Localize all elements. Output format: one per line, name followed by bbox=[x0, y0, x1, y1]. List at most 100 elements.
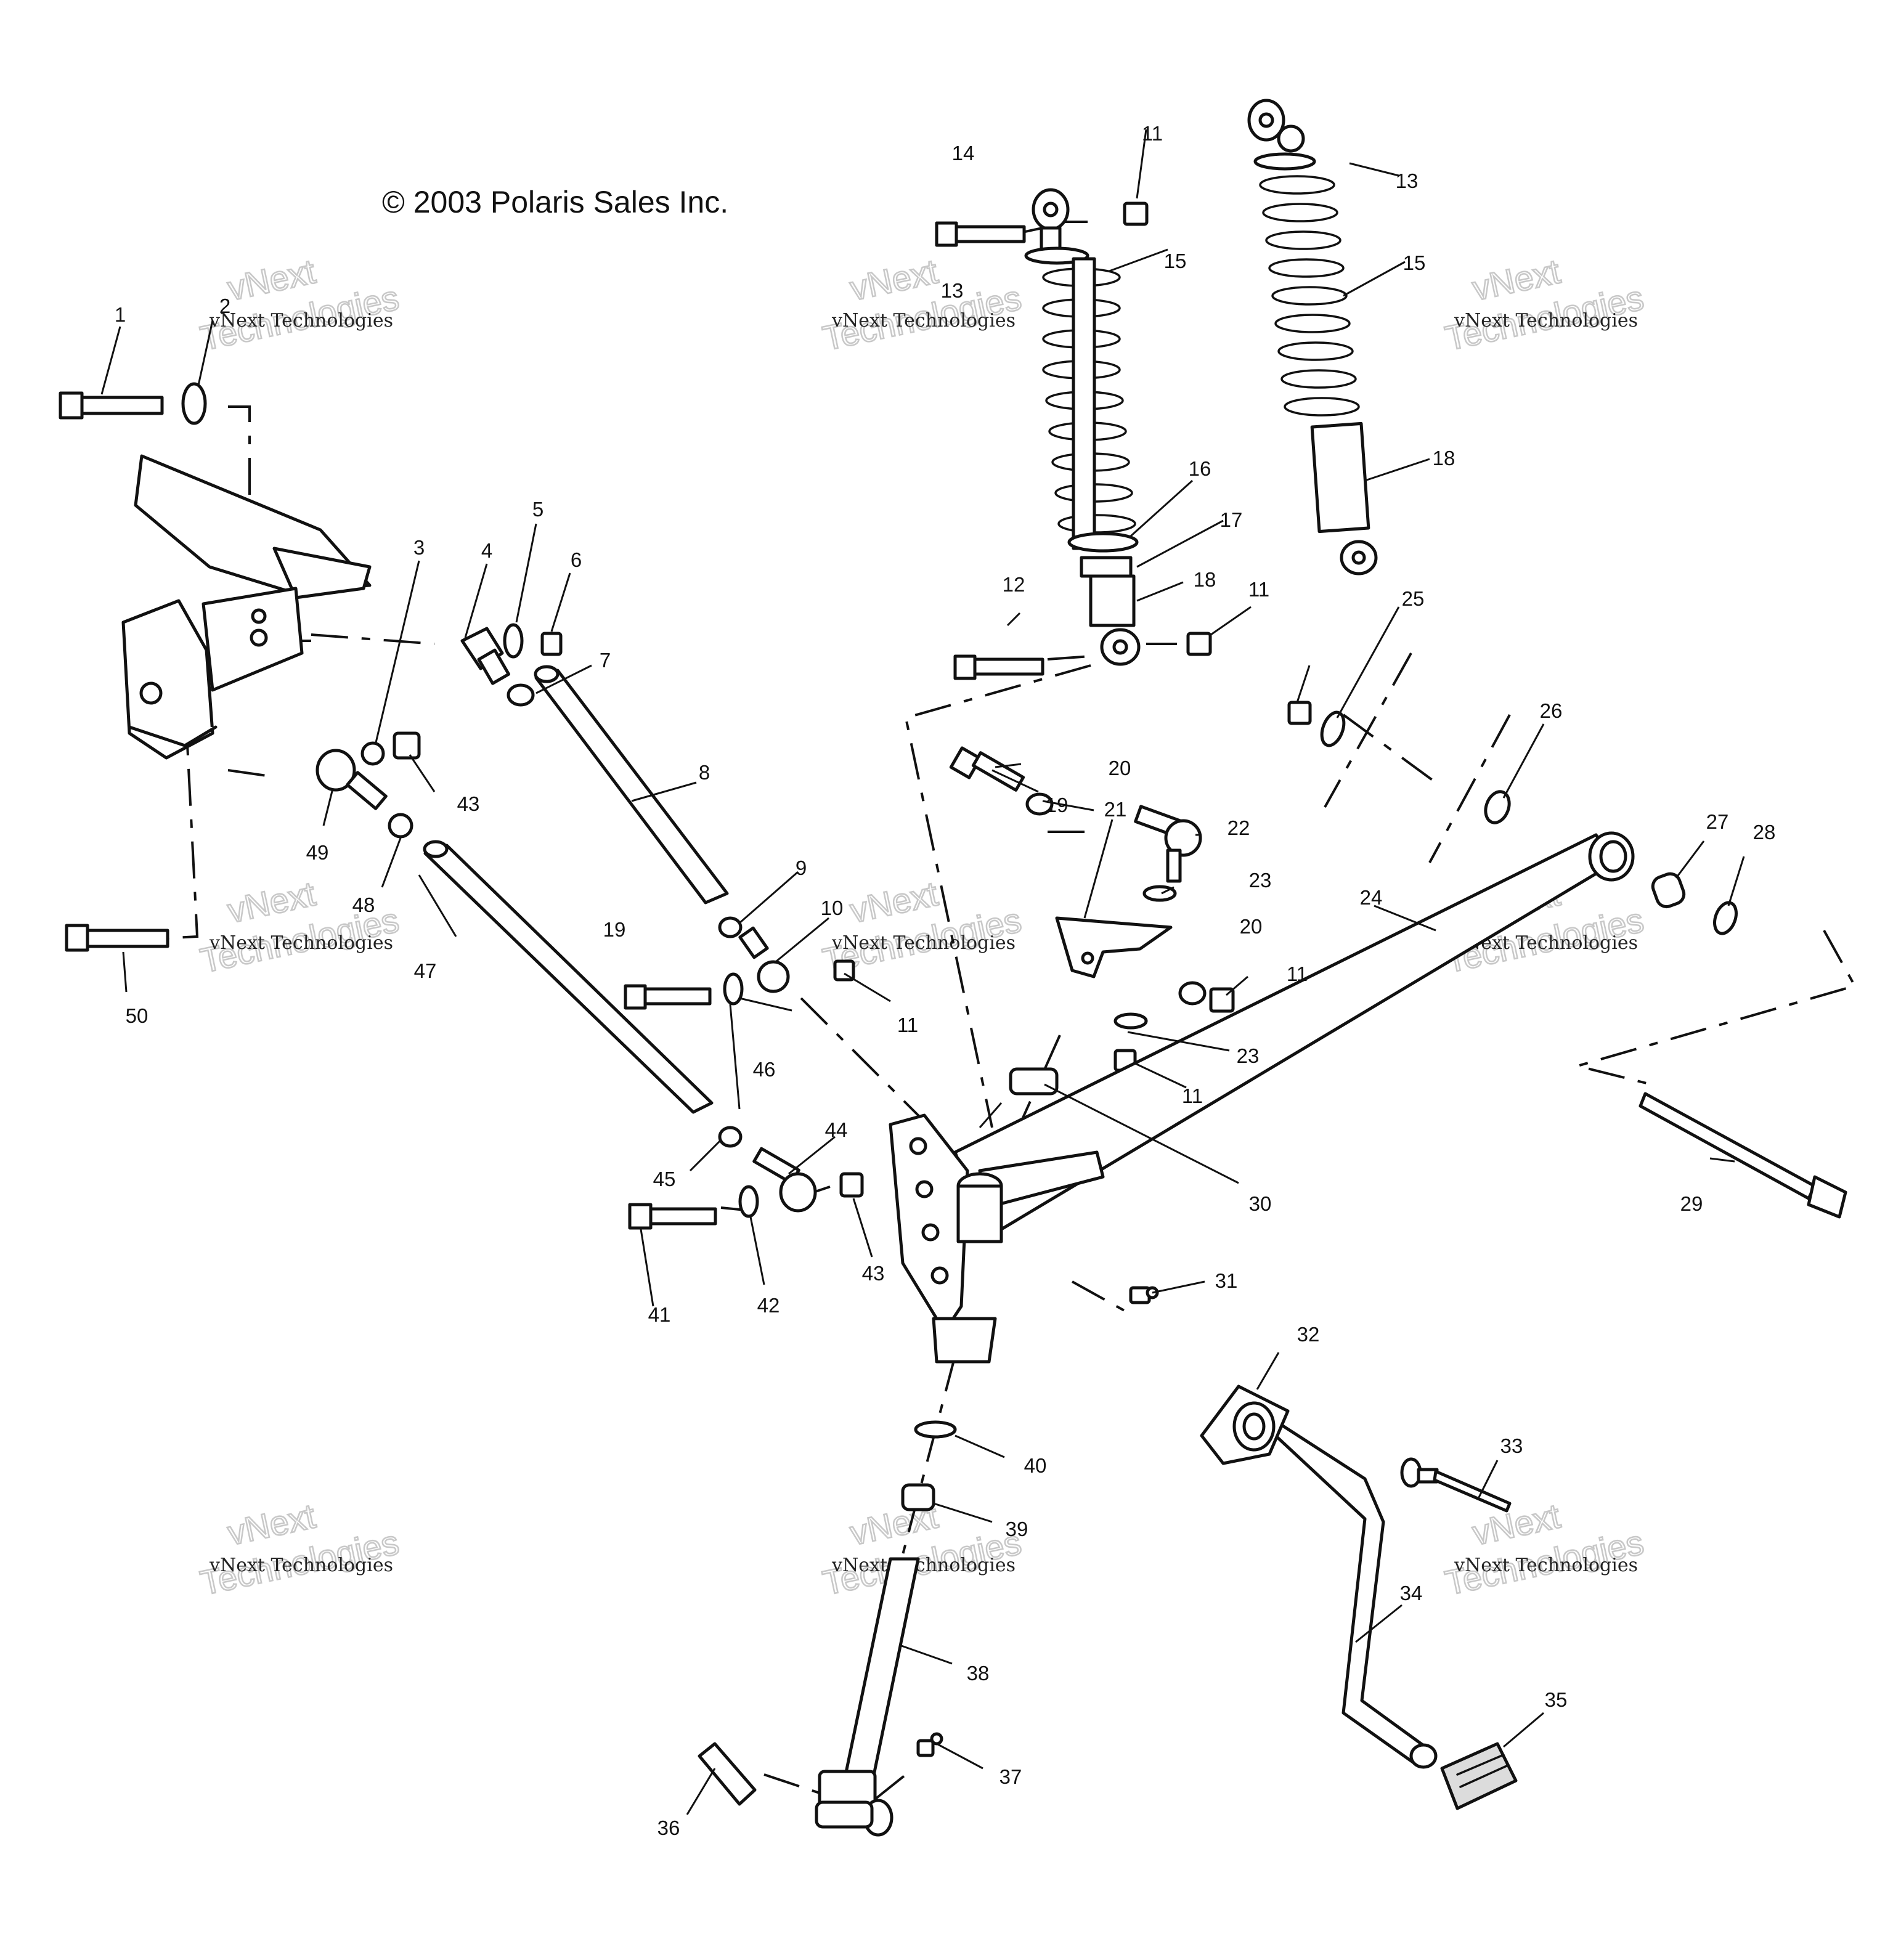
grip-ribs bbox=[1456, 1754, 1508, 1788]
callout-30: 30 bbox=[1249, 1192, 1272, 1215]
spindle-housing bbox=[932, 1317, 997, 1364]
assembly-line bbox=[800, 997, 926, 1123]
part-8-tie-rod bbox=[534, 665, 729, 905]
part-20-washer bbox=[1025, 792, 1054, 816]
part-25-washer bbox=[1320, 710, 1346, 747]
part-32-flange bbox=[1200, 1385, 1290, 1465]
callout-11: 11 bbox=[1182, 1084, 1203, 1107]
rod-end-stud bbox=[1166, 848, 1182, 883]
callout-17: 17 bbox=[1220, 508, 1243, 531]
rod-end-eye bbox=[316, 749, 356, 792]
frame-foot bbox=[128, 725, 218, 747]
frame-gusset bbox=[121, 599, 214, 760]
rod-end-eye bbox=[1164, 819, 1202, 857]
bar-end bbox=[1409, 1743, 1438, 1769]
pin-shank bbox=[1433, 1470, 1512, 1513]
callout-38: 38 bbox=[967, 1662, 990, 1685]
callout-33: 33 bbox=[1500, 1434, 1523, 1457]
part-24-a-arm bbox=[889, 831, 1635, 1364]
steering-arm-hole bbox=[1081, 951, 1094, 965]
part-31-grease-fitting bbox=[1129, 1286, 1159, 1304]
part-41-bolt bbox=[628, 1203, 717, 1230]
part-50-bolt bbox=[65, 924, 169, 952]
part-6-nut bbox=[1287, 701, 1312, 725]
spindle-bracket bbox=[889, 1113, 969, 1327]
part-37-grease-fitting bbox=[916, 1732, 943, 1757]
callout-11: 11 bbox=[1142, 122, 1163, 145]
part-11-nut bbox=[1186, 632, 1212, 656]
grip-body bbox=[1440, 1742, 1518, 1810]
shock-shaft bbox=[1072, 257, 1096, 550]
rod-end-shank bbox=[477, 648, 510, 685]
assembly-line bbox=[1428, 714, 1511, 863]
bracket-hole bbox=[921, 1223, 940, 1242]
svg-text:vNext Technologies: vNext Technologies bbox=[209, 1555, 393, 1576]
shock-absorber-front bbox=[1024, 188, 1141, 666]
part-6-nut bbox=[540, 632, 563, 656]
bolt-head bbox=[59, 391, 84, 420]
callout-43: 43 bbox=[862, 1262, 885, 1285]
bolt-head bbox=[1807, 1175, 1847, 1219]
part-47-tie-rod bbox=[423, 840, 714, 1114]
callout-48: 48 bbox=[352, 893, 375, 916]
bolt-shank bbox=[971, 751, 1025, 792]
bolt-head bbox=[953, 654, 977, 680]
shock-body bbox=[1089, 574, 1136, 627]
assembly-line bbox=[874, 1773, 907, 1800]
bolt-shank bbox=[643, 987, 712, 1006]
assembly-line bbox=[892, 1355, 956, 1590]
callout-32: 32 bbox=[1297, 1323, 1320, 1346]
assembly-line bbox=[228, 405, 251, 579]
part-48-nut bbox=[388, 813, 413, 839]
coil-spring bbox=[1259, 175, 1360, 417]
callout-21: 21 bbox=[1104, 798, 1127, 821]
callout-49: 49 bbox=[306, 841, 329, 864]
leader-lines bbox=[100, 129, 1745, 1815]
bracket-hole bbox=[930, 1266, 949, 1285]
callout-22: 22 bbox=[1227, 816, 1250, 839]
tie-rod-tube bbox=[534, 669, 729, 905]
part-14-bolt bbox=[935, 221, 1026, 247]
callout-7: 7 bbox=[600, 649, 611, 672]
callout-50: 50 bbox=[126, 1004, 149, 1027]
callout-26: 26 bbox=[1540, 699, 1563, 722]
watermark: vNext Technologies vNext Technologies bbox=[197, 1495, 403, 1603]
callout-5: 5 bbox=[532, 498, 543, 521]
fitting-tip bbox=[930, 1732, 943, 1746]
bolt-shank bbox=[649, 1207, 717, 1226]
part-3-bushing bbox=[360, 741, 385, 766]
callout-9: 9 bbox=[796, 856, 807, 879]
spring-seat-16 bbox=[1067, 532, 1139, 553]
frame-rail-end bbox=[272, 547, 372, 600]
part-10-rod-end bbox=[738, 926, 790, 993]
callout-11: 11 bbox=[1248, 578, 1269, 601]
assembly-line bbox=[763, 1773, 820, 1794]
shock-top-hole bbox=[1043, 201, 1059, 218]
callout-31: 31 bbox=[1215, 1269, 1238, 1292]
assembly-line bbox=[1573, 930, 1857, 1086]
callout-4: 4 bbox=[481, 539, 492, 562]
bolt-shank bbox=[973, 657, 1044, 676]
callout-23: 23 bbox=[1237, 1044, 1260, 1067]
callout-3: 3 bbox=[413, 536, 425, 559]
callout-43: 43 bbox=[457, 792, 480, 815]
part-43-nut bbox=[839, 1172, 864, 1198]
part-19-bolt bbox=[949, 746, 1025, 792]
svg-text:vNext Technologies: vNext Technologies bbox=[831, 310, 1016, 331]
bolt-shank bbox=[1639, 1092, 1817, 1200]
part-2-washer bbox=[181, 382, 207, 425]
part-26-washer bbox=[1484, 790, 1511, 824]
part-40-ring bbox=[914, 1420, 957, 1439]
part-27-bushing bbox=[1651, 872, 1686, 909]
part-44-rod-end bbox=[752, 1147, 817, 1213]
callout-2: 2 bbox=[219, 295, 230, 317]
assembly-line bbox=[904, 664, 1091, 1128]
bolt-head bbox=[624, 984, 647, 1010]
part-49-rod-end bbox=[316, 749, 388, 810]
bracket-hole bbox=[909, 1137, 927, 1155]
steering-arm-body bbox=[1055, 916, 1173, 978]
tie-rod-end bbox=[423, 840, 449, 858]
part-45-nut bbox=[718, 1126, 743, 1148]
tie-rod-tube bbox=[423, 844, 714, 1114]
callout-numbers: 1 2 3 4 5 6 7 8 9 10 11 11 11 11 11 12 1… bbox=[115, 122, 1776, 1839]
